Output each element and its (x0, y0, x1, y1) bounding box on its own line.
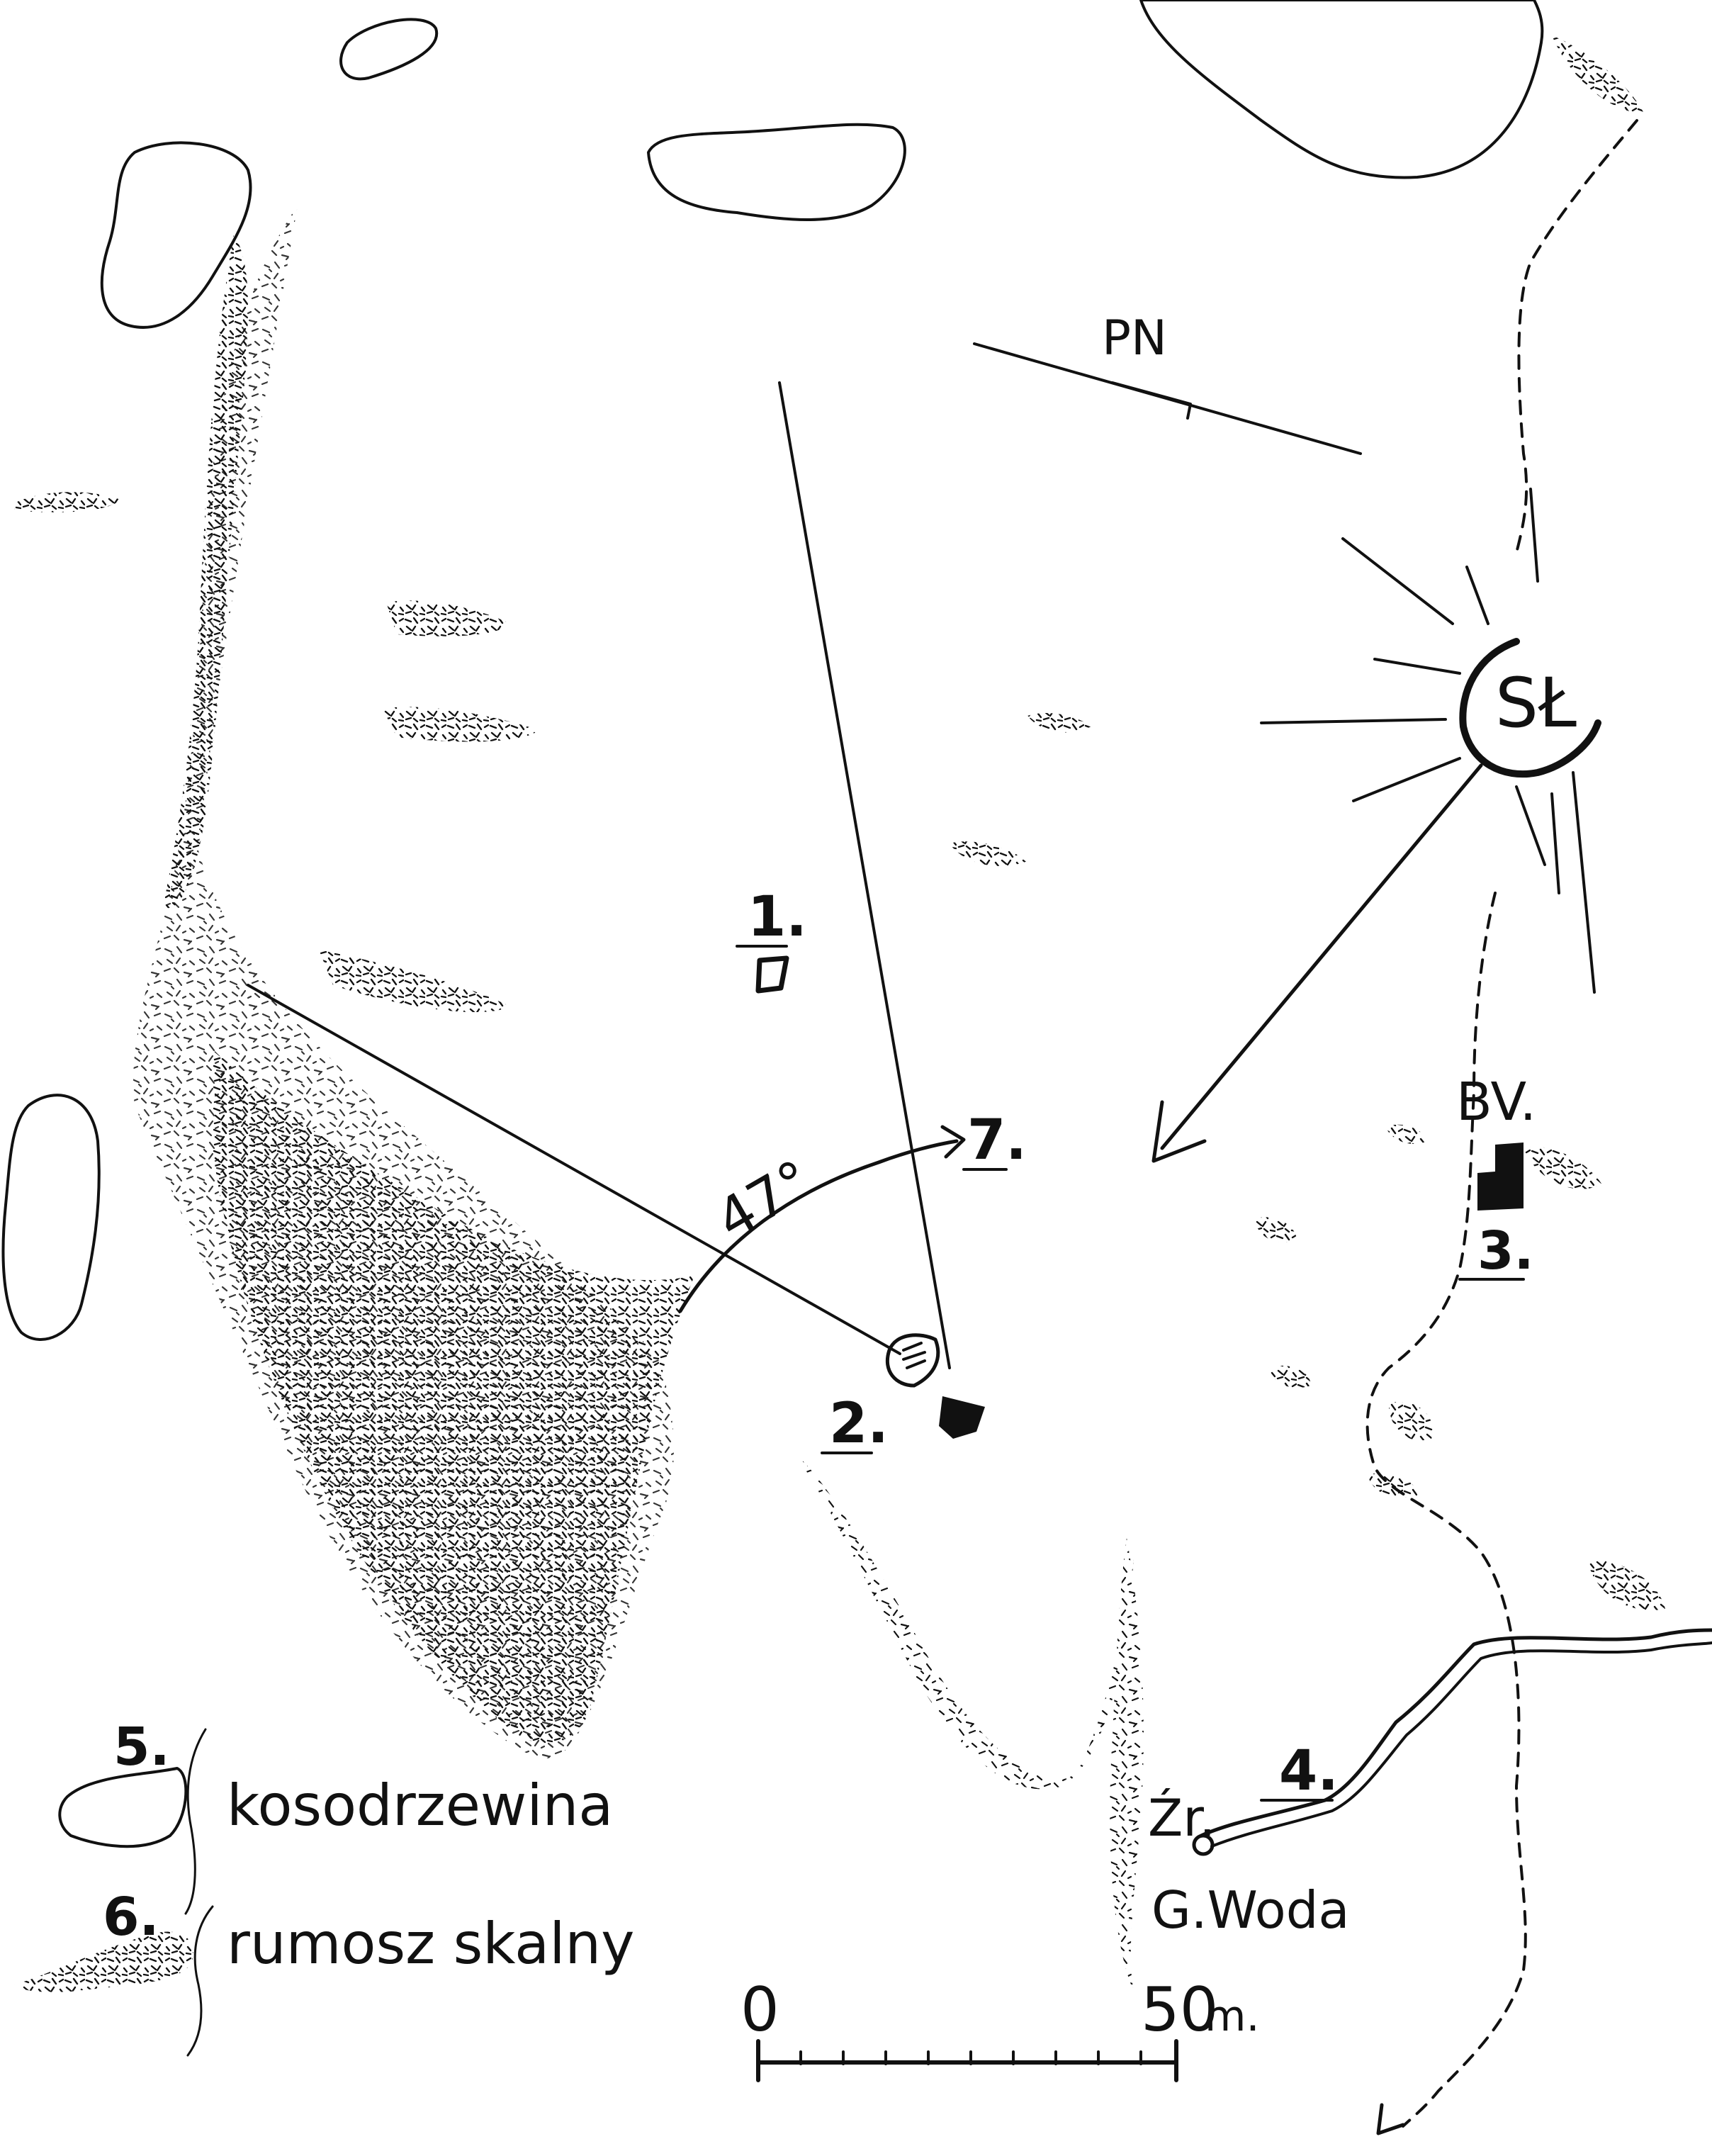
legend-5-label: kosodrzewina (227, 1773, 613, 1838)
scree-speck (1268, 1365, 1311, 1388)
sun-crescent (1459, 638, 1601, 778)
sun-label: SŁ (1495, 663, 1577, 743)
angle-arc-arrowhead (940, 1125, 966, 1159)
scree-speck (1389, 1402, 1433, 1441)
dwarf-pine-patch (100, 141, 252, 329)
scree-speck (1552, 35, 1644, 113)
scree-streak (14, 492, 120, 512)
scree-speck (1385, 1124, 1428, 1144)
angle-arc (678, 1139, 959, 1313)
legend-5-number: 5. (113, 1717, 170, 1778)
scale-end-label: 50 (1141, 1975, 1218, 2045)
legend (14, 1728, 214, 2057)
scree-speck (1587, 1559, 1665, 1610)
scale-start-label: 0 (740, 1975, 779, 2045)
scree-speck (950, 841, 1027, 866)
scree-speck (1368, 1473, 1417, 1498)
dwarf-pine-patches (1, 0, 1544, 1341)
scree-streak (386, 600, 510, 636)
bearing-line-west (247, 984, 901, 1355)
north-arrow (973, 342, 1362, 455)
scree-cone (794, 1453, 1134, 1790)
legend-6-number: 6. (103, 1887, 159, 1948)
building-label: BV. (1456, 1072, 1536, 1133)
legend-dwarf-pine-swatch (58, 1767, 188, 1848)
angle-label: 47° (706, 1148, 823, 1252)
bearing-line-north (778, 381, 951, 1369)
north-label: PN (1102, 310, 1167, 366)
scree-lobe-main (213, 1049, 694, 1744)
legend-bracket-6 (186, 1905, 214, 2057)
trail-arrow (1376, 2103, 1405, 2135)
scree-speck (1524, 1147, 1601, 1189)
dwarf-pine-patch (1139, 0, 1544, 179)
legend-bracket-5 (184, 1728, 207, 1915)
marker-2-camp (885, 1333, 985, 1439)
legend-6-label: rumosz skalny (227, 1911, 634, 1977)
point-2-label: 2. (829, 1392, 889, 1456)
sun-symbol (1151, 488, 1601, 1163)
scree-cone (1110, 1538, 1144, 1992)
point-4-label: 4. (1279, 1739, 1339, 1803)
scale-unit-label: m. (1205, 1992, 1260, 2041)
building-bv (1477, 1142, 1524, 1211)
scree-streak (319, 950, 510, 1013)
dwarf-pine-patch (647, 123, 906, 221)
rock-scree (14, 35, 1665, 1992)
scree-streak (383, 707, 539, 742)
point-1-label: 1. (748, 885, 807, 949)
dwarf-pine-patch (1, 1094, 101, 1341)
scale-bar (756, 2039, 1178, 2082)
stream (1199, 1628, 1712, 1848)
marker-1-square (755, 955, 789, 994)
trail-path (1365, 119, 1638, 2128)
scree-speck (1254, 1217, 1297, 1243)
scree-speck (1027, 712, 1091, 733)
spring-abbrev-label: Źr. (1148, 1788, 1215, 1848)
legend-scree-swatch (14, 1931, 193, 1992)
spring-name-label: G.Woda (1151, 1880, 1350, 1940)
spring-marker (1192, 1834, 1215, 1856)
scree-ridge (163, 234, 248, 909)
sun-direction-arrow (1160, 763, 1483, 1150)
sun-direction-arrowhead (1151, 1100, 1207, 1163)
point-3-label: 3. (1477, 1220, 1534, 1281)
label-underlines (736, 945, 1525, 1802)
dwarf-pine-patch (339, 18, 439, 81)
point-7-label: 7. (967, 1108, 1027, 1172)
